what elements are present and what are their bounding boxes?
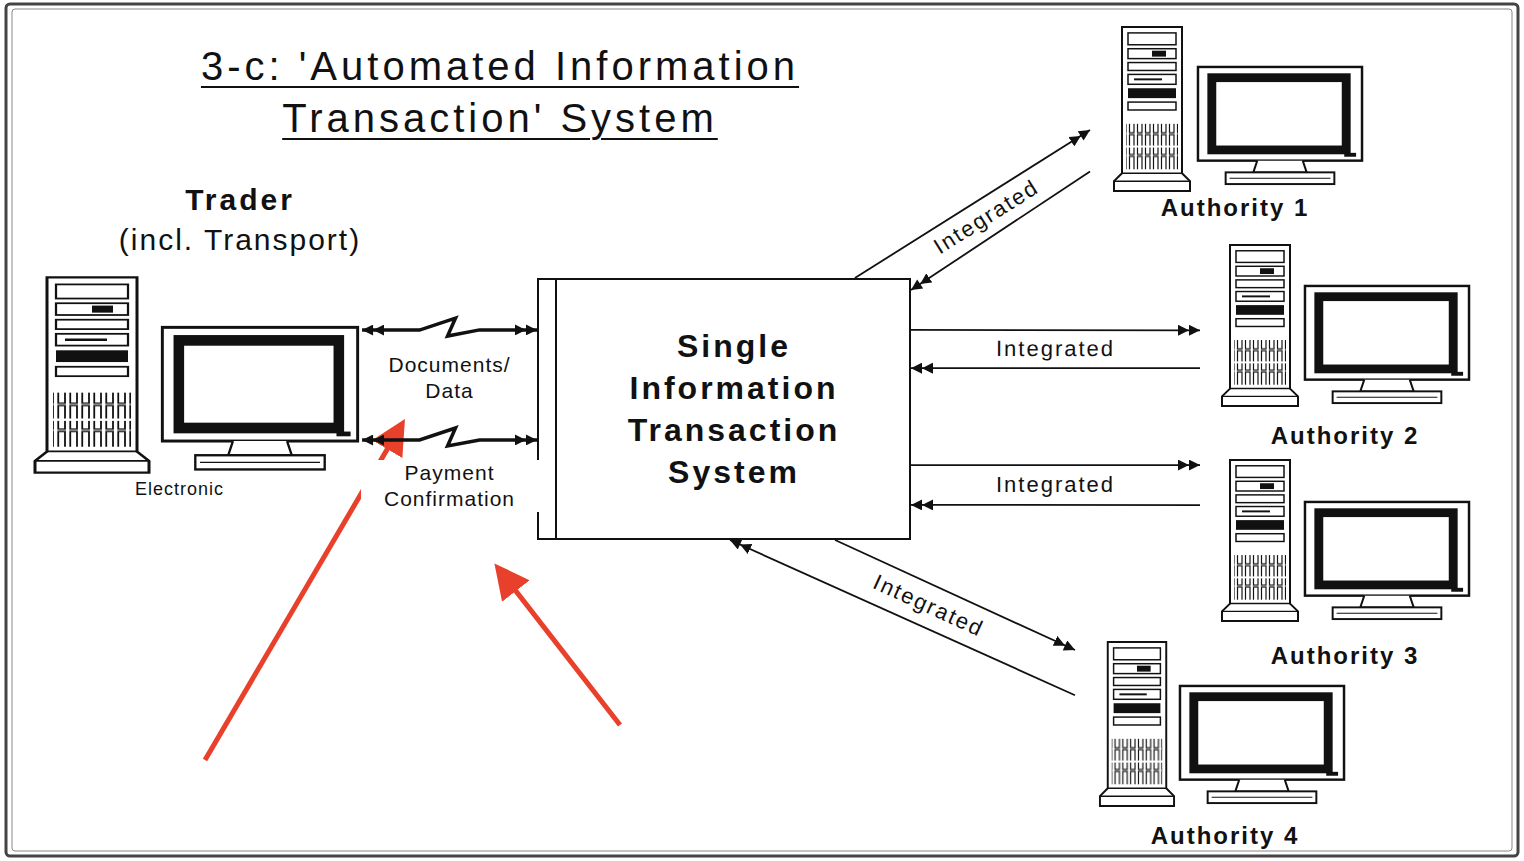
edge-label: Integrated xyxy=(993,472,1118,498)
system-box: Single Information Transaction System xyxy=(537,278,911,540)
tower-icon xyxy=(1222,245,1298,406)
node-text: Trader xyxy=(185,180,295,220)
node-text: Authority 2 xyxy=(1271,422,1420,450)
tower-icon xyxy=(35,277,149,472)
connector xyxy=(911,504,1200,506)
connector xyxy=(911,329,1200,331)
red-pointer-arrow xyxy=(498,568,620,725)
diagram-title: 3-c: 'Automated Information Transaction'… xyxy=(130,40,870,144)
edge-label: Payment Confirmation xyxy=(361,460,539,512)
node-text: Authority 3 xyxy=(1271,642,1420,670)
connector xyxy=(362,428,537,446)
frame-outer xyxy=(6,4,1518,856)
connector xyxy=(855,130,1090,278)
connector xyxy=(911,367,1200,369)
authority-node: Authority 2 xyxy=(1200,240,1490,450)
connector xyxy=(911,172,1090,291)
node-text: Authority 1 xyxy=(1161,194,1310,222)
edge-label: Integrated xyxy=(993,336,1118,362)
tower-icon xyxy=(1222,460,1298,621)
connector xyxy=(911,464,1200,466)
monitor-icon xyxy=(162,327,357,469)
authority-node: Authority 3 xyxy=(1200,455,1490,670)
monitor-icon xyxy=(1180,686,1344,803)
edge-label: Integrated xyxy=(866,568,991,644)
node-text: Authority 4 xyxy=(1151,822,1300,850)
node-text: Single Information Transaction System xyxy=(599,325,869,493)
connector xyxy=(362,318,537,336)
node-text: (incl. Transport) xyxy=(119,220,361,260)
node-text: Electronic xyxy=(133,478,226,500)
connector xyxy=(730,540,1075,695)
edge-label: Integrated xyxy=(927,173,1047,262)
frame-inner xyxy=(12,9,1512,851)
tower-icon xyxy=(1114,27,1190,191)
monitor-icon xyxy=(1305,286,1469,403)
monitor-icon xyxy=(1198,67,1362,184)
authority-node: Authority 1 xyxy=(1090,20,1380,222)
trader-node: Trader(incl. Transport) Electronic xyxy=(45,180,435,500)
tower-icon xyxy=(1100,642,1174,806)
monitor-icon xyxy=(1305,502,1469,619)
authority-node: Authority 4 xyxy=(1075,635,1375,850)
connector xyxy=(835,540,1075,650)
box-rule xyxy=(555,280,557,538)
edge-label: Documents/ Data xyxy=(377,352,523,404)
